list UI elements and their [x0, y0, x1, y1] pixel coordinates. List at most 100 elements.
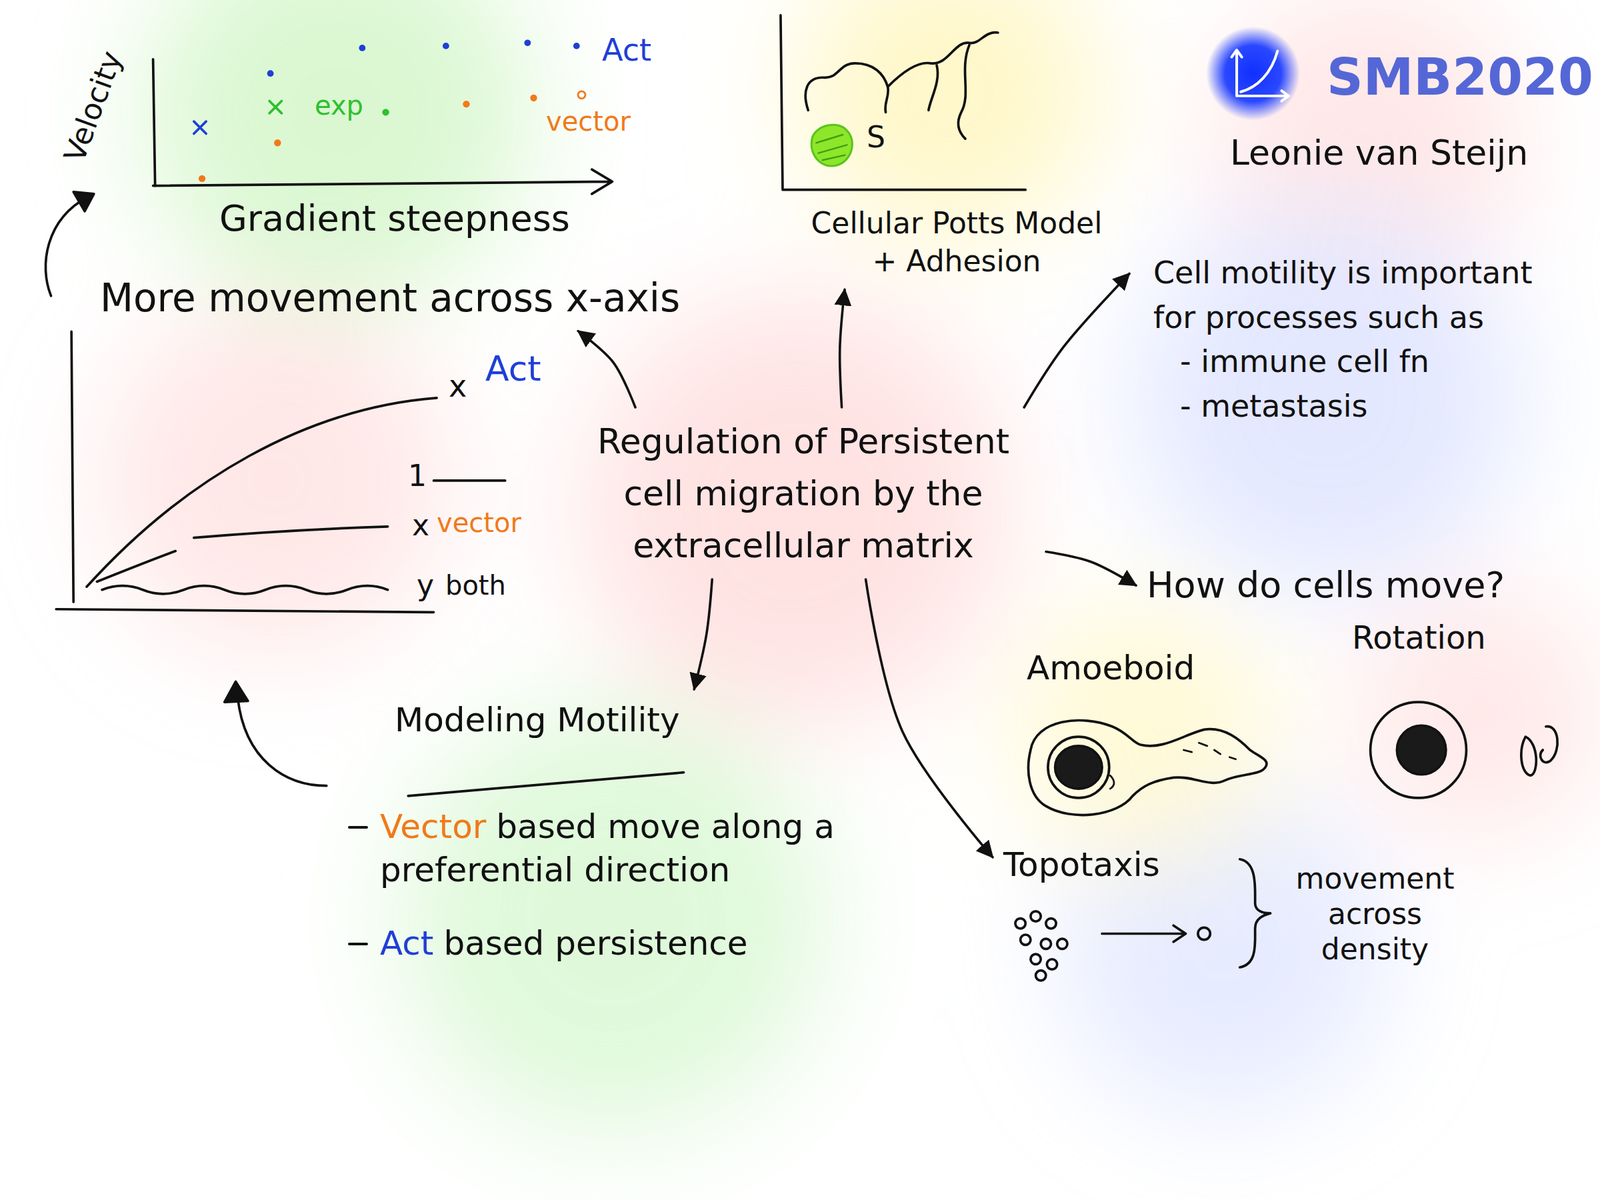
density-dot — [1046, 959, 1057, 970]
text-block: How do cells move? — [1146, 562, 1560, 609]
topic-node: Regulation of Persistent cell migration … — [563, 410, 1044, 577]
amoeboid-cell — [1028, 720, 1267, 816]
cell-track — [958, 44, 970, 139]
y-axis — [153, 59, 156, 186]
rotating-cell — [1370, 702, 1467, 798]
logo-curve — [1240, 51, 1278, 92]
data-dot — [442, 42, 450, 50]
sketch-label: Act — [485, 348, 542, 390]
bullet-dash — [348, 826, 368, 829]
chart-axes — [780, 15, 1026, 190]
topic-node: Cellular Potts Model + Adhesion — [796, 198, 1117, 286]
text-block: Topotaxis — [1003, 844, 1217, 885]
density-dot — [1020, 934, 1031, 945]
text-block: Regulation of Persistent cell migration … — [570, 415, 1037, 572]
node-text: Cellular Potts Model + Adhesion — [803, 204, 1110, 280]
sketch-label: both — [445, 569, 506, 602]
rotation-mark — [1521, 736, 1536, 776]
connector-arrow — [1046, 552, 1136, 586]
text-block: Actbased persistence — [340, 922, 874, 966]
sketch-label: x — [412, 508, 430, 544]
sketch-label: vector — [436, 506, 522, 539]
nucleus — [1396, 725, 1446, 774]
rotation-mark — [1540, 726, 1558, 763]
topic-node: More movement across x-axis — [93, 270, 767, 328]
sketch-label: SMB2020 — [1326, 46, 1594, 108]
data-dot — [267, 70, 274, 77]
connector-arrow — [1024, 273, 1130, 408]
density-dot — [1057, 938, 1068, 949]
node-text: - metastasis — [1180, 384, 1540, 429]
data-cross — [194, 121, 206, 134]
sketch-label: Velocity — [57, 46, 130, 167]
sketch-label: S — [866, 120, 886, 156]
node-text: movement across density — [1280, 861, 1470, 967]
data-dot — [573, 42, 580, 50]
density-dot — [1015, 918, 1026, 929]
node-text: - immune cell fn — [1180, 339, 1540, 384]
data-dot — [524, 39, 531, 46]
logo-axes — [1231, 50, 1289, 102]
node-text: More movement across x-axis — [100, 275, 760, 322]
topic-node: Cell motility is important for processes… — [1133, 245, 1547, 434]
sketch-label: x — [448, 368, 467, 405]
topic-node: Topotaxis movement across density — [996, 841, 1477, 974]
text-block: Cellular Potts Model + Adhesion — [803, 204, 1110, 280]
topic-node: Modeling MotilityVectorbased move along … — [333, 693, 880, 971]
sketch-label: Gradient steepness — [219, 197, 570, 241]
sketch-label: y — [416, 568, 434, 604]
data-dot — [462, 100, 470, 108]
node-text: Cell motility is important for processes… — [1153, 250, 1540, 340]
density-dot — [1030, 954, 1041, 964]
vector-curve — [96, 526, 388, 582]
connector-arrow — [578, 331, 636, 408]
density-dot — [1046, 918, 1056, 929]
density-dot — [1198, 927, 1210, 940]
text-block: More movement across x-axis — [100, 275, 760, 322]
sketch-label: vector — [546, 105, 631, 138]
text-block: Cell motility is important for processes… — [1140, 250, 1540, 340]
node-text: based persistence — [443, 924, 748, 963]
connector-arrow — [866, 579, 993, 858]
density-dot — [1040, 938, 1051, 949]
flow-arrow — [238, 698, 327, 786]
cell-track — [805, 63, 888, 112]
color-wash — [102, 306, 449, 653]
color-wash — [142, 0, 531, 306]
sketch-label: Rotation — [1352, 618, 1486, 658]
logo-disc — [1206, 26, 1300, 121]
data-dot — [578, 91, 586, 99]
x-axis — [153, 169, 613, 194]
arrow-head — [224, 681, 248, 702]
curly-brace — [1240, 859, 1271, 968]
topic-node: How do cells move? — [1140, 556, 1567, 614]
node-text: Vector — [380, 807, 486, 846]
sketch-label: exp — [314, 89, 364, 122]
density-dot — [1036, 970, 1046, 981]
cell-track — [888, 32, 998, 87]
act-curve — [86, 398, 437, 587]
text-block: - immune cell fn — [1140, 339, 1540, 384]
arrow-head — [73, 192, 94, 212]
text-block: movement across density — [1280, 861, 1470, 967]
connector-arrow — [694, 579, 712, 690]
density-dot — [1030, 911, 1041, 922]
data-dot — [198, 175, 206, 182]
text-block: - metastasis — [1140, 384, 1540, 429]
cell-marks — [1110, 742, 1236, 789]
data-dot — [358, 44, 366, 52]
marker-line — [434, 479, 506, 482]
sketch-label: Amoeboid — [1026, 648, 1195, 688]
node-text: Topotaxis — [1003, 844, 1217, 885]
y-axis — [71, 331, 74, 602]
heading-underline — [408, 772, 684, 796]
cell-track — [928, 65, 938, 110]
connector-arrow — [840, 289, 845, 408]
bullet-dash — [348, 942, 368, 946]
data-cross — [269, 101, 282, 114]
sketch-label: Leonie van Steijn — [1230, 132, 1528, 174]
both-curve — [102, 586, 388, 594]
sketch-label: Act — [602, 32, 652, 69]
color-wash — [1010, 602, 1276, 868]
